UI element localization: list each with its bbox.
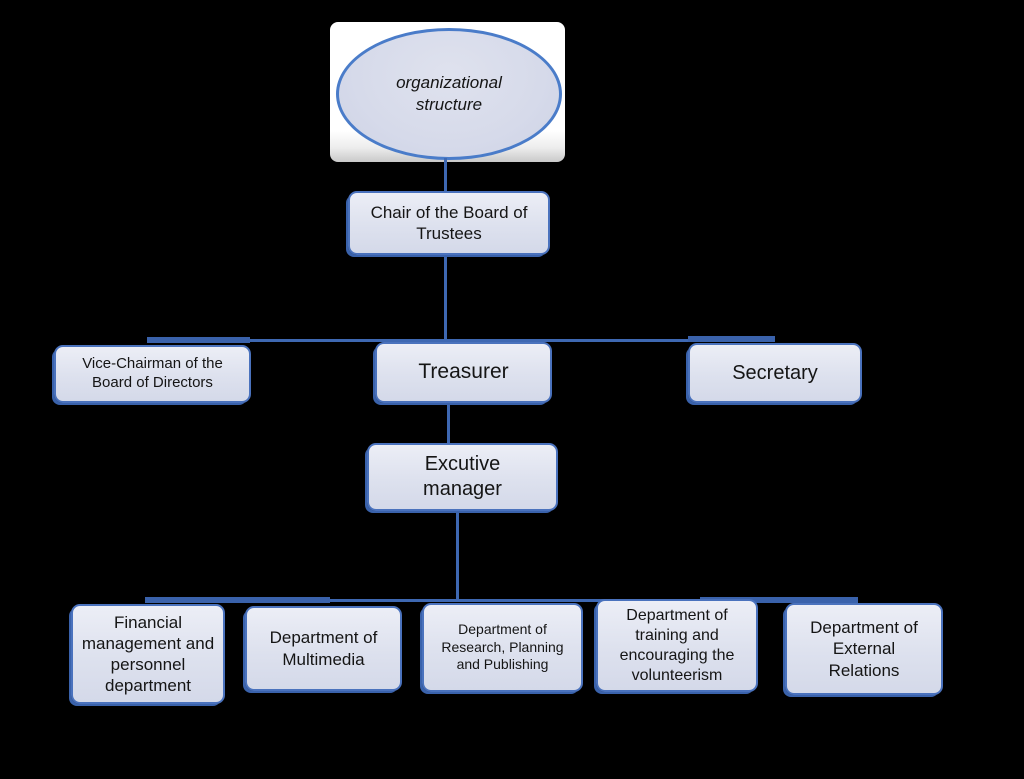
node-label: Chair of the Board of Trustees [370,202,528,243]
node-chair-of-board: Chair of the Board of Trustees [348,191,550,255]
node-organizational-structure: organizational structure [336,28,562,160]
node-label: Secretary [732,361,818,384]
node-executive-manager: Excutive manager [367,443,558,511]
connector-row2-horizontal [145,599,858,602]
node-label: Department of Research, Planning and Pub… [441,621,564,673]
connector-row2-thick-right [700,597,858,603]
node-vice-chairman: Vice-Chairman of the Board of Directors [54,345,251,403]
node-dept-training-volunteerism: Department of training and encouraging t… [596,599,758,692]
node-label: Financial management and personnel depar… [81,612,215,696]
node-secretary: Secretary [688,343,862,403]
node-dept-research-planning-publishing: Department of Research, Planning and Pub… [422,603,583,692]
node-dept-external-relations: Department of External Relations [785,603,943,695]
connector-treasurer-to-exec [447,403,450,443]
node-treasurer: Treasurer [375,342,552,403]
connector-chair-to-row [444,255,447,341]
node-label: Department of Multimedia [269,628,378,669]
node-label: Vice-Chairman of the Board of Directors [82,355,223,391]
node-dept-multimedia: Department of Multimedia [245,606,402,691]
node-label: Treasurer [418,360,509,384]
node-label: organizational structure [396,72,502,114]
node-label: Department of External Relations [810,618,918,680]
connector-exec-to-row [456,511,459,601]
connector-root-to-chair [444,158,447,191]
node-dept-financial-management: Financial management and personnel depar… [71,604,225,704]
node-label: Department of training and encouraging t… [619,606,735,684]
node-label: Excutive manager [423,453,502,500]
connector-row1-horizontal [147,339,775,342]
connector-row2-thick-left [145,597,330,603]
connector-row1-thick-right [688,336,775,342]
connector-row1-thick-left [147,337,250,343]
